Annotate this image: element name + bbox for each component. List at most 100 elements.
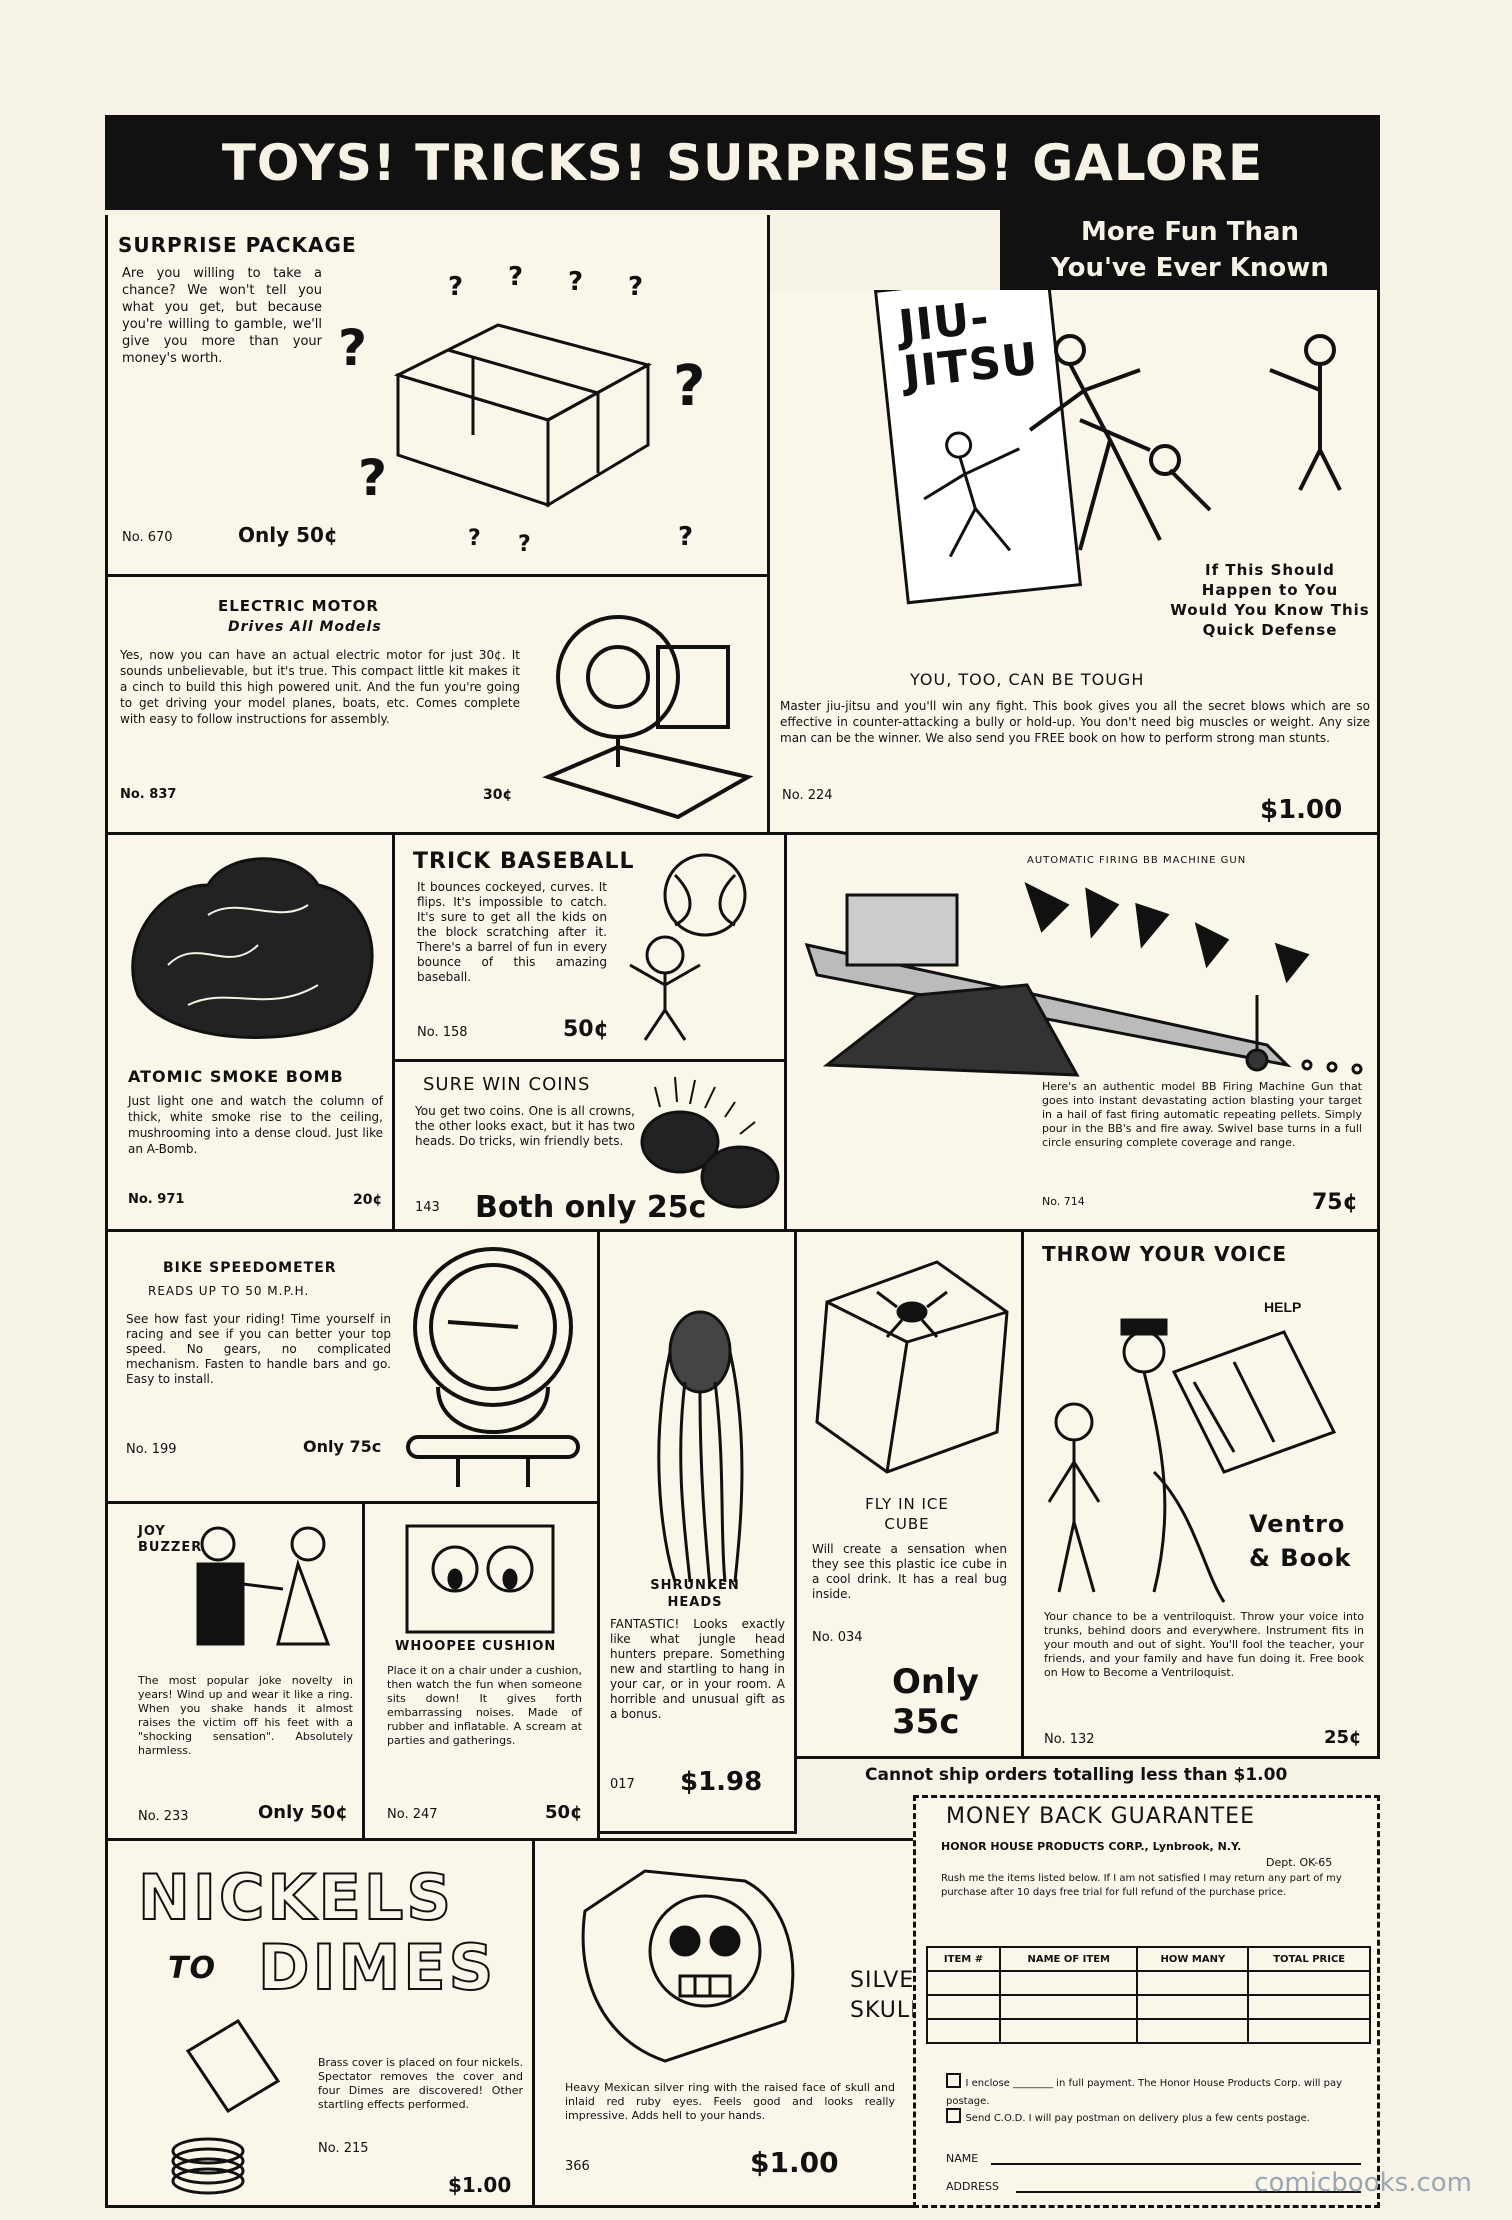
shrunken-head-icon <box>657 1310 744 1588</box>
buzzer-no: No. 233 <box>138 1809 189 1824</box>
skull-no: 366 <box>565 2159 590 2174</box>
jiu-jitsu-price: $1.00 <box>1260 795 1343 825</box>
electric-motor-ad: ELECTRIC MOTOR Drives All Models Yes, no… <box>105 574 770 835</box>
name-field[interactable] <box>991 2163 1361 2165</box>
joy-buzzer-ad: JOY BUZZER The most popular joke novelty… <box>105 1501 365 1841</box>
motor-body: Yes, now you can have an actual electric… <box>120 648 520 726</box>
motor-title: ELECTRIC MOTOR <box>218 597 379 615</box>
shrunken-title: SHRUNKEN HEADS <box>650 1578 740 1610</box>
nickels-body: Brass cover is placed on four nickels. S… <box>318 2056 523 2111</box>
guarantee-dept: Dept. OK-65 <box>1266 1856 1333 1869</box>
surprise-title: SURPRISE PACKAGE <box>118 233 357 257</box>
throw-voice-ad: THROW YOUR VOICE HELP Ventro & Book Your… <box>1021 1229 1380 1759</box>
svg-text:?: ? <box>628 272 643 302</box>
buzzer-body: The most popular joke novelty in years! … <box>138 1674 353 1757</box>
order-table: ITEM # NAME OF ITEM HOW MANY TOTAL PRICE <box>925 1946 1371 2044</box>
shrunken-no: 017 <box>610 1777 635 1792</box>
coin-stack-icon <box>171 2018 281 2195</box>
enclose-checkbox[interactable] <box>946 2073 961 2088</box>
svg-text:?: ? <box>678 522 693 552</box>
voice-book-label: Ventro & Book <box>1249 1507 1352 1575</box>
voice-book-line-1: Ventro <box>1249 1510 1346 1538</box>
whoopee-title: WHOOPEE CUSHION <box>395 1639 557 1654</box>
buzzer-price: Only 50¢ <box>258 1802 348 1823</box>
jiu-jitsu-title: YOU, TOO, CAN BE TOUGH <box>910 670 1145 689</box>
page-banner: TOYS! TRICKS! SURPRISES! GALORE <box>105 115 1380 210</box>
cod-checkbox[interactable] <box>946 2108 961 2123</box>
voice-book-line-2: & Book <box>1249 1544 1352 1572</box>
order-row[interactable] <box>925 2018 1371 2044</box>
skull-price: $1.00 <box>750 2146 839 2179</box>
voice-no: No. 132 <box>1044 1732 1095 1747</box>
shrunken-heads-ad: SHRUNKEN HEADS FANTASTIC! Looks exactly … <box>597 1229 797 1834</box>
whoopee-no: No. 247 <box>387 1807 438 1822</box>
shrunken-price: $1.98 <box>680 1767 763 1797</box>
ad-page: TOYS! TRICKS! SURPRISES! GALORE More Fun… <box>105 115 1380 2208</box>
smoke-price: 20¢ <box>353 1192 383 1208</box>
jiu-jitsu-side-text: If This Should Happen to You Would You K… <box>1170 561 1370 639</box>
order-col-item: ITEM # <box>925 1946 1002 1972</box>
order-row[interactable] <box>925 1994 1371 2020</box>
surprise-package-ad: SURPRISE PACKAGE Are you willing to take… <box>105 215 770 577</box>
ventriloquist-icon: HELP <box>1047 1299 1337 1603</box>
ice-cube-icon <box>815 1260 1009 1474</box>
order-col-name: NAME OF ITEM <box>999 1946 1139 1972</box>
motor-subtitle: Drives All Models <box>228 619 382 635</box>
baseball-body: It bounces cockeyed, curves. It flips. I… <box>417 880 607 984</box>
nickels-title-1: NICKELS <box>137 1860 455 1935</box>
flyice-title: FLY IN ICE CUBE <box>865 1495 949 1533</box>
jiu-jitsu-book: JIU-JITSU <box>873 290 1083 605</box>
guarantee-title: MONEY BACK GUARANTEE <box>946 1804 1255 1829</box>
option-cod: Send C.O.D. I will pay postman on delive… <box>946 2108 1366 2126</box>
machinegun-no: No. 714 <box>1042 1195 1085 1208</box>
svg-text:?: ? <box>568 267 583 297</box>
machinegun-body: Here's an authentic model BB Firing Mach… <box>1042 1080 1362 1149</box>
joy-buzzer-icon <box>196 1526 331 1646</box>
smoke-bomb-ad: ATOMIC SMOKE BOMB Just light one and wat… <box>105 832 395 1232</box>
watermark: comicbooks.com <box>1254 2168 1472 2198</box>
coins-price: Both only 25c <box>475 1190 707 1225</box>
motor-price: 30¢ <box>483 787 513 803</box>
voice-body: Your chance to be a ventriloquist. Throw… <box>1044 1610 1364 1679</box>
whoopee-cushion-icon <box>405 1524 555 1634</box>
voice-title: THROW YOUR VOICE <box>1042 1242 1288 1266</box>
coins-body: You get two coins. One is all crowns, th… <box>415 1104 635 1148</box>
svg-text:?: ? <box>338 319 367 377</box>
svg-text:?: ? <box>358 449 387 507</box>
speedo-body: See how fast your riding! Time yourself … <box>126 1312 391 1386</box>
coins-title: SURE WIN COINS <box>423 1074 591 1095</box>
order-row[interactable] <box>925 1970 1371 1996</box>
surprise-price: Only 50¢ <box>238 523 338 547</box>
jiu-jitsu-ad: JIU-JITSU If This Should Happen to You W… <box>767 290 1380 835</box>
flyice-price: Only 35c <box>892 1662 979 1742</box>
guarantee-body: Rush me the items listed below. If I am … <box>941 1873 1342 1898</box>
whoopee-price: 50¢ <box>545 1802 583 1823</box>
option-enclose: I enclose ________ in full payment. The … <box>946 2073 1366 2109</box>
nickels-title-3: DIMES <box>257 1930 497 2005</box>
fly-ice-cube-ad: FLY IN ICE CUBE Will create a sensation … <box>794 1229 1024 1759</box>
shrunken-body: FANTASTIC! Looks exactly like what jungl… <box>610 1617 785 1721</box>
whoopee-body: Place it on a chair under a cushion, the… <box>387 1664 582 1747</box>
option-cod-text: Send C.O.D. I will pay postman on delive… <box>965 2113 1310 2124</box>
baseball-title: TRICK BASEBALL <box>413 849 635 874</box>
option-enclose-text: I enclose ________ in full payment. The … <box>946 2078 1343 2107</box>
fighters-icon <box>1028 334 1342 551</box>
voice-price: 25¢ <box>1324 1727 1362 1748</box>
sure-win-coins-ad: SURE WIN COINS You get two coins. One is… <box>392 1059 787 1232</box>
nickels-dimes-ad: NICKELS TO DIMES Brass cover is placed o… <box>105 1838 535 2208</box>
shipping-note: Cannot ship orders totalling less than $… <box>865 1765 1288 1785</box>
svg-text:?: ? <box>468 526 481 551</box>
coins-icon <box>640 1076 780 1209</box>
speedo-price: Only 75c <box>303 1437 382 1456</box>
buzzer-title: JOY BUZZER <box>138 1524 203 1555</box>
sub-banner-line-1: More Fun Than <box>1080 217 1300 247</box>
smoke-no: No. 971 <box>128 1192 185 1207</box>
coins-no: 143 <box>415 1200 440 1215</box>
address-field[interactable] <box>1016 2191 1361 2193</box>
sub-banner-line-2: You've Ever Known <box>1051 253 1329 283</box>
machine-gun-icon <box>804 882 1363 1077</box>
skull-body: Heavy Mexican silver ring with the raise… <box>565 2081 895 2122</box>
motor-icon <box>542 615 754 820</box>
wrestler-icon <box>923 431 1020 558</box>
smoke-body: Just light one and watch the column of t… <box>128 1094 383 1156</box>
